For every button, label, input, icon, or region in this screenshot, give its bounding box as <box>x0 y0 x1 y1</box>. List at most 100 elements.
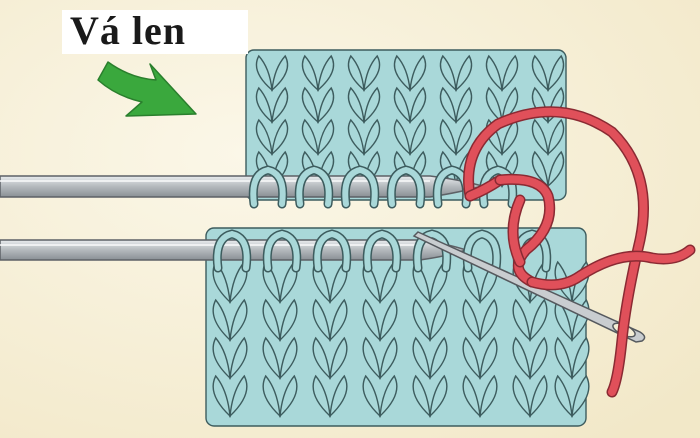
needle-loop <box>388 166 424 207</box>
stitch-petal-left <box>301 54 319 92</box>
stitch-petal-right <box>455 54 473 92</box>
stitch-petal-right <box>429 298 448 342</box>
stitch-petal-left <box>262 298 281 342</box>
stitch-petal-right <box>479 336 498 380</box>
stitch-petal-left <box>255 86 273 124</box>
needle-loop <box>464 230 500 271</box>
stitch-petal-left <box>512 298 531 342</box>
stitch-petal-left <box>412 336 431 380</box>
stitch-petal-right <box>547 54 565 92</box>
stitch-petal-right <box>271 54 289 92</box>
stitch-petal-left <box>212 298 231 342</box>
stitch-petal-left <box>212 374 231 418</box>
stitch-petal-left <box>393 86 411 124</box>
stitch-petal-left <box>255 118 273 156</box>
stitch-petal-right <box>379 374 398 418</box>
stitch-petal-right <box>279 298 298 342</box>
stitch-petal-left <box>554 336 573 380</box>
stitch-petal-left <box>412 298 431 342</box>
stitch-petal-right <box>229 336 248 380</box>
upper-knitted-fabric <box>245 49 567 201</box>
stitch-petal-right <box>409 86 427 124</box>
stitch-petal-right <box>571 336 590 380</box>
stitch-petal-right <box>409 118 427 156</box>
needle-loop <box>250 166 286 207</box>
stitch-petal-right <box>501 86 519 124</box>
stitch-petal-right <box>317 54 335 92</box>
stitch-petal-left <box>531 54 549 92</box>
stitch-petal-left <box>362 374 381 418</box>
stitch-petal-left <box>347 54 365 92</box>
stitch-petal-right <box>455 118 473 156</box>
stitch-petal-left <box>255 54 273 92</box>
stitch-petal-left <box>439 118 457 156</box>
stitch-petal-left <box>554 374 573 418</box>
stitch-petal-left <box>262 336 281 380</box>
stitch-petal-right <box>409 54 427 92</box>
stitch-petal-left <box>485 54 503 92</box>
stitch-petal-right <box>271 118 289 156</box>
stitch-petal-right <box>317 118 335 156</box>
stitch-petal-right <box>529 374 548 418</box>
stitch-petal-left <box>301 118 319 156</box>
stitch-petal-right <box>363 86 381 124</box>
stitch-petal-right <box>455 86 473 124</box>
stitch-petal-left <box>439 86 457 124</box>
stitch-petal-right <box>329 298 348 342</box>
stitch-petal-left <box>212 336 231 380</box>
needle-loop <box>214 230 250 271</box>
stitch-petal-right <box>279 374 298 418</box>
title: Vá len <box>70 8 186 53</box>
arrow-icon <box>97 61 197 117</box>
lower-needle-loops <box>212 229 552 273</box>
stitch-petal-left <box>462 374 481 418</box>
stitch-petal-right <box>363 54 381 92</box>
stitch-petal-right <box>571 374 590 418</box>
needle-loop <box>264 230 300 271</box>
stitch-petal-left <box>301 86 319 124</box>
needle-loop <box>414 230 450 271</box>
stitch-petal-left <box>312 374 331 418</box>
needle-loop <box>296 166 332 207</box>
stitch-petal-left <box>393 54 411 92</box>
stitch-petal-right <box>547 118 565 156</box>
title-background <box>62 10 248 54</box>
stitch-petal-right <box>479 298 498 342</box>
stitch-petal-right <box>279 336 298 380</box>
stitch-petal-left <box>262 374 281 418</box>
stitch-petal-right <box>547 150 565 188</box>
needle-loop <box>342 166 378 207</box>
needle-loop <box>364 230 400 271</box>
stitch-petal-left <box>462 336 481 380</box>
lower-knitted-fabric <box>205 227 590 427</box>
stitch-petal-right <box>271 86 289 124</box>
stitch-petal-right <box>379 298 398 342</box>
stitch-petal-right <box>429 374 448 418</box>
stitch-petal-right <box>529 298 548 342</box>
stitch-petal-right <box>229 374 248 418</box>
stitch-petal-right <box>363 118 381 156</box>
stitch-petal-left <box>312 336 331 380</box>
stitch-petal-left <box>362 298 381 342</box>
stitch-petal-right <box>229 298 248 342</box>
stitch-petal-left <box>347 118 365 156</box>
stitch-petal-right <box>329 374 348 418</box>
stitch-petal-left <box>312 298 331 342</box>
upper-needle-loops <box>248 165 518 209</box>
needle-loop <box>314 230 350 271</box>
stitch-petal-right <box>529 336 548 380</box>
red-thread <box>463 106 696 398</box>
stitch-petal-right <box>479 374 498 418</box>
stitch-petal-right <box>501 54 519 92</box>
stitch-petal-right <box>429 336 448 380</box>
stitch-petal-left <box>412 374 431 418</box>
stitch-petal-right <box>317 86 335 124</box>
stitch-petal-left <box>439 54 457 92</box>
stitch-petal-left <box>393 118 411 156</box>
stitch-petal-left <box>362 336 381 380</box>
stitch-petal-left <box>531 150 549 188</box>
stitch-petal-left <box>462 298 481 342</box>
stitch-petal-left <box>485 86 503 124</box>
stitch-petal-left <box>531 118 549 156</box>
